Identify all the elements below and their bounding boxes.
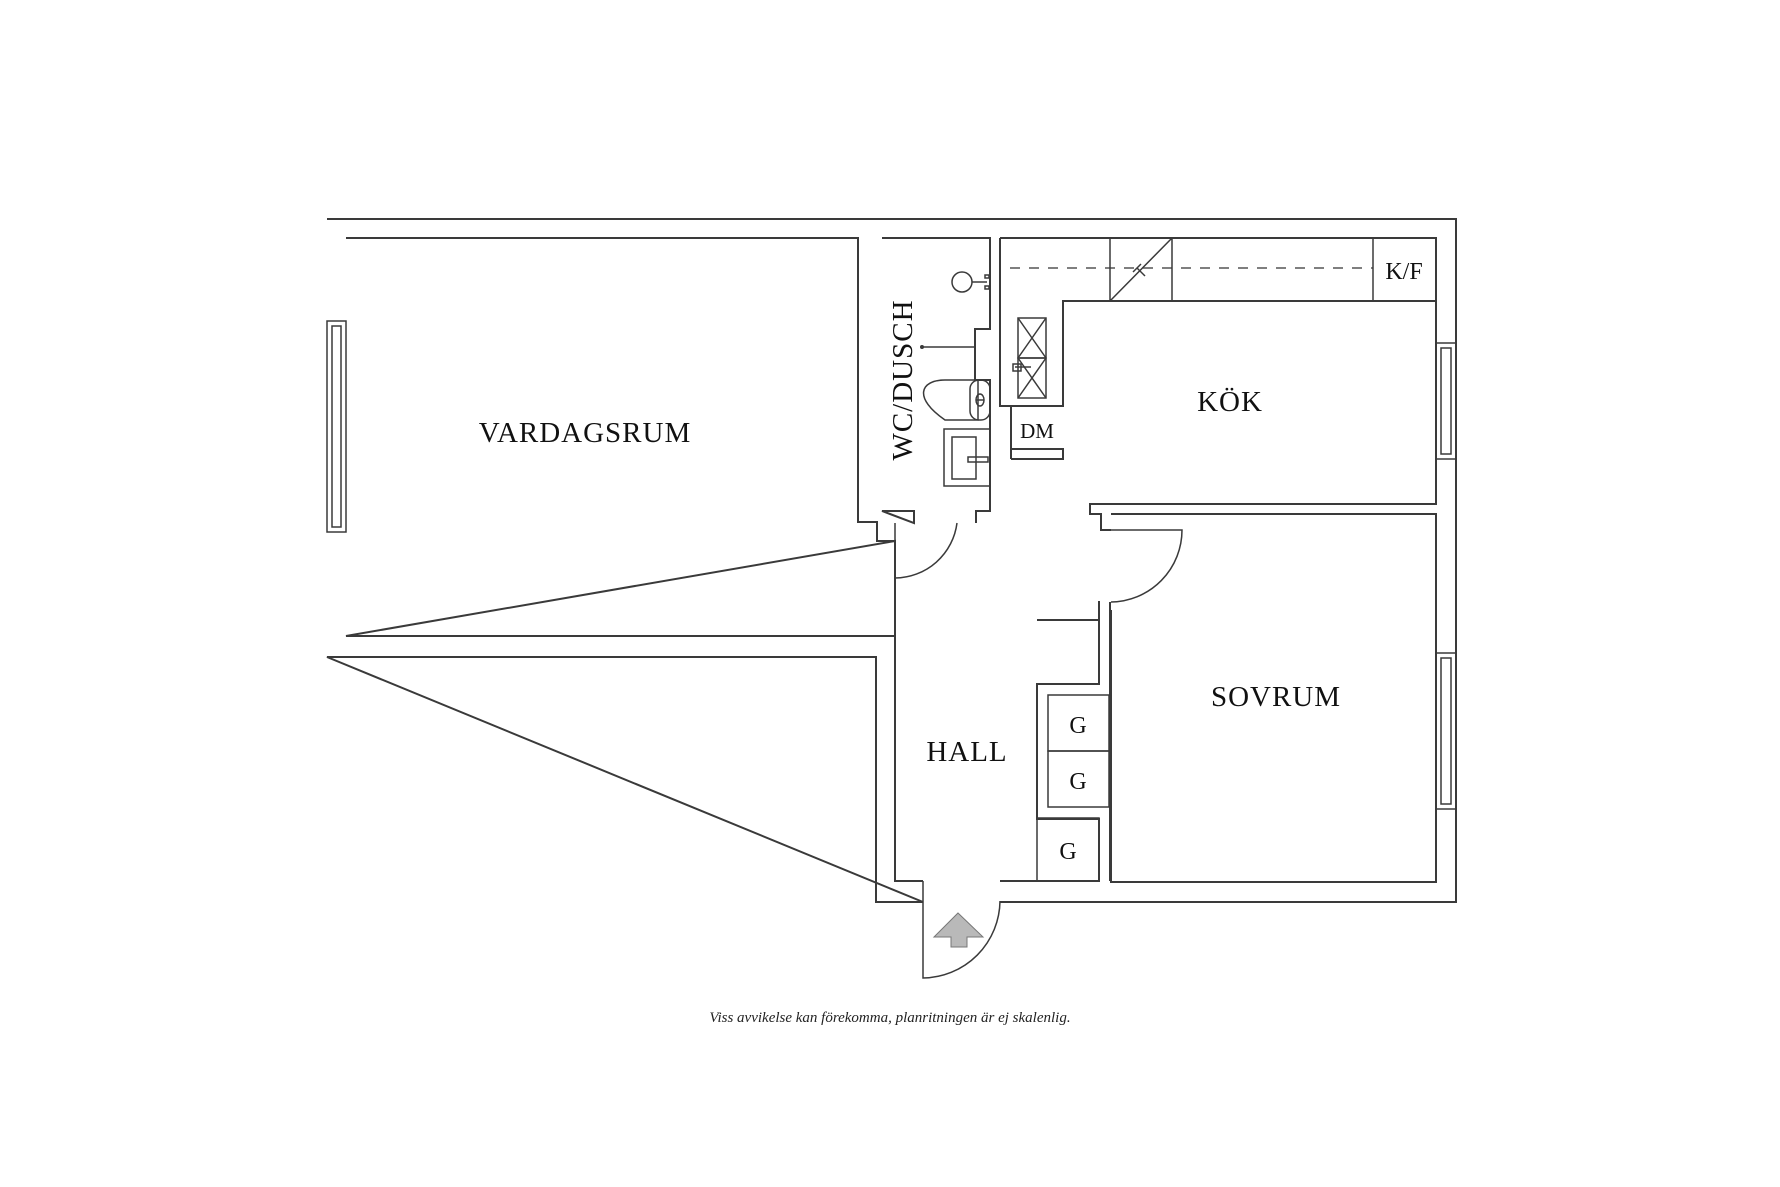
label-living-room: VARDAGSRUM — [479, 417, 692, 449]
toilet-icon — [922, 379, 991, 421]
chimney-box — [1109, 237, 1173, 302]
label-dishwasher: DM — [1020, 419, 1054, 443]
stove-icon — [1012, 317, 1047, 399]
shower-icon — [951, 271, 990, 293]
entrance-door — [922, 881, 1001, 979]
label-wardrobe-2: G — [1069, 769, 1086, 795]
sink-icon — [943, 428, 991, 487]
entrance-arrow-icon — [932, 912, 985, 948]
bedroom-door — [1110, 529, 1183, 603]
disclaimer-text: Viss avvikelse kan förekomma, planritnin… — [709, 1010, 1070, 1026]
bathroom-door — [894, 522, 958, 579]
kitchen-corridor-walls — [1000, 237, 1437, 531]
label-fridge-freezer: K/F — [1385, 259, 1422, 285]
living-room-window — [326, 320, 347, 533]
bedroom-window — [1435, 652, 1457, 810]
wardrobe-3 — [1036, 817, 1100, 882]
label-bathroom: WC/DUSCH — [887, 299, 919, 460]
label-wardrobe-1: G — [1069, 713, 1086, 739]
label-bedroom: SOVRUM — [1211, 681, 1341, 713]
shower-curtain-rod — [920, 345, 974, 349]
hall-walls — [894, 601, 1111, 882]
wardrobe-2 — [1047, 750, 1110, 808]
label-wardrobe-3: G — [1059, 839, 1076, 865]
outer-wall — [326, 218, 1457, 903]
label-hall: HALL — [926, 736, 1007, 768]
kitchen-window — [1435, 342, 1457, 460]
label-kitchen: KÖK — [1197, 386, 1263, 418]
kitchen-counter-walls — [999, 238, 1436, 460]
living-room-walls — [345, 237, 896, 637]
